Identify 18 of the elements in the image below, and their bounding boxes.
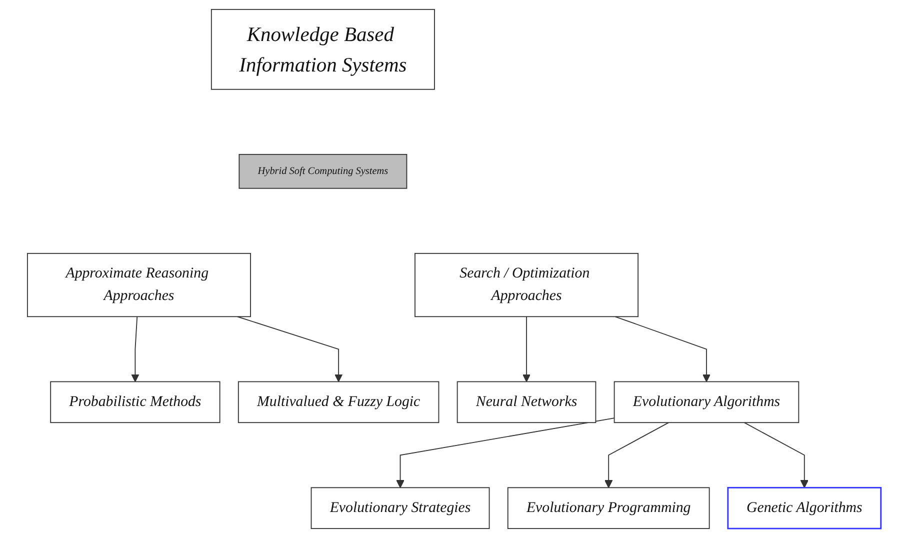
node-box: Approximate Reasoning Approaches bbox=[27, 252, 252, 318]
arrow bbox=[237, 316, 343, 382]
node-box: Probabilistic Methods bbox=[50, 381, 221, 424]
arrow bbox=[615, 316, 711, 382]
arrow bbox=[131, 316, 140, 382]
node-box: Evolutionary Programming bbox=[508, 487, 710, 530]
node-box: Hybrid Soft Computing Systems bbox=[239, 154, 408, 189]
node-box: Multivalued & Fuzzy Logic bbox=[238, 381, 440, 424]
node-box: Evolutionary Algorithms bbox=[614, 381, 800, 424]
node-box: Evolutionary Strategies bbox=[311, 487, 490, 530]
arrow bbox=[744, 422, 809, 488]
arrow bbox=[522, 316, 531, 382]
arrow bbox=[604, 422, 670, 488]
arrow bbox=[396, 418, 616, 488]
node-box: Genetic Algorithms bbox=[728, 486, 882, 530]
node-box: Neural Networks bbox=[457, 381, 596, 424]
node-box: Search / Optimization Approaches bbox=[414, 252, 639, 318]
node-box: Knowledge Based Information Systems bbox=[211, 8, 436, 90]
